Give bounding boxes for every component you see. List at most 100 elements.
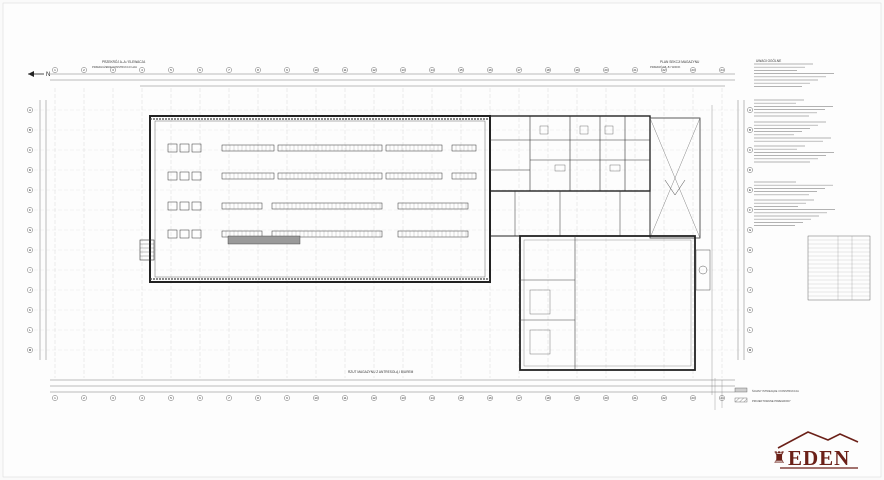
grid-label-bottom: 14	[430, 396, 434, 400]
grid-bubble-left	[27, 307, 33, 313]
grid-label-bottom: 2	[83, 396, 85, 400]
grid-label-bottom: 20	[604, 396, 608, 400]
grid-label-top: 17	[517, 68, 521, 72]
svg-text:PRZEKRÓJ B–B / WIDOK: PRZEKRÓJ B–B / WIDOK	[650, 64, 681, 69]
grid-bubble-right	[747, 127, 753, 133]
grid-label-top: 4	[141, 68, 143, 72]
grid-bubble-right	[747, 267, 753, 273]
grid-bubble-right	[747, 227, 753, 233]
grid-label-left: K	[29, 308, 31, 312]
grid-bubble-bottom	[197, 395, 203, 401]
grid-label-left: B	[29, 128, 31, 132]
north-label: N	[46, 72, 50, 78]
top-dimension-lines	[50, 73, 735, 87]
grid-bubble-bottom	[661, 395, 667, 401]
grid-bubble-top	[400, 67, 406, 73]
grid-bubble-right	[747, 247, 753, 253]
grid-bubble-left	[27, 267, 33, 273]
pallet-block	[167, 201, 178, 211]
svg-text:PLAN SEKCJI MAGAZYNU: PLAN SEKCJI MAGAZYNU	[660, 60, 700, 64]
grid-bubble-left	[27, 127, 33, 133]
grid-label-left: D	[29, 168, 32, 172]
grid-bubble-bottom	[110, 395, 116, 401]
grid-bubble-right	[747, 347, 753, 353]
grid-bubble-left	[27, 167, 33, 173]
grid-label-bottom: 10	[314, 396, 318, 400]
grid-label-bottom: 17	[517, 396, 521, 400]
grid-bubble-left	[27, 187, 33, 193]
rack-dark	[227, 235, 301, 245]
grid-label-left: H	[29, 248, 31, 252]
grid-bubble-top	[458, 67, 464, 73]
grid-label-left: E	[29, 188, 31, 192]
grid-label-bottom: 18	[546, 396, 550, 400]
grid-bubble-bottom	[342, 395, 348, 401]
grid-label-left: G	[29, 228, 32, 232]
bottom-title: RZUT MAGAZYNU Z ANTRESOLĄ I BIUREM	[348, 370, 414, 374]
grid-label-top: 24	[720, 68, 724, 72]
grid-label-top: 1	[54, 68, 56, 72]
grid-label-left: J	[29, 288, 31, 292]
stair-block	[139, 239, 155, 261]
grid-bubble-top	[429, 67, 435, 73]
grid-bubble-top	[139, 67, 145, 73]
legend-swatch-existing	[734, 387, 748, 393]
grid-bubble-top	[226, 67, 232, 73]
grid-label-left: C	[29, 148, 32, 152]
grid-label-bottom: 7	[228, 396, 230, 400]
storage-racks	[167, 143, 477, 245]
grid-label-bottom: 21	[633, 396, 637, 400]
grid-bubble-bottom	[139, 395, 145, 401]
grid-label-right: I	[750, 268, 751, 272]
rack-row	[271, 230, 383, 238]
brand-name: EDEN	[788, 446, 851, 470]
extension-hall	[519, 235, 696, 371]
grid-label-bottom: 11	[343, 396, 346, 400]
grid-bubble-bottom	[52, 395, 58, 401]
grid-label-right: J	[749, 288, 751, 292]
pallet-block	[179, 143, 190, 153]
grid-label-top: 23	[691, 68, 695, 72]
pallet-block	[167, 143, 178, 153]
grid-label-right: A	[749, 108, 751, 112]
grid-bubble-bottom	[284, 395, 290, 401]
legend: ŚCIANY ISTNIEJĄCE / KONSTRUKCJA PROJEKTO…	[734, 387, 799, 403]
grid-bubble-bottom	[255, 395, 261, 401]
section-title-right: PLAN SEKCJI MAGAZYNU PRZEKRÓJ B–B / WIDO…	[650, 60, 700, 69]
grid-bubble-right	[747, 167, 753, 173]
grid-bubble-right	[747, 187, 753, 193]
grid-label-bottom: 6	[199, 396, 201, 400]
grid-bubble-bottom	[429, 395, 435, 401]
grid-bubble-bottom	[632, 395, 638, 401]
grid-label-top: 6	[199, 68, 201, 72]
grid-label-bottom: 19	[575, 396, 579, 400]
svg-text:PRZEKRÓJ A–A / ELEWACJA: PRZEKRÓJ A–A / ELEWACJA	[102, 59, 146, 64]
grid-label-top: 3	[112, 68, 114, 72]
grid-bubble-top	[197, 67, 203, 73]
grid-label-top: 8	[257, 68, 259, 72]
grid-bubble-top	[516, 67, 522, 73]
grid-bubble-right	[747, 147, 753, 153]
section-title-left: PRZEKRÓJ A–A / ELEWACJA PRZEDŁUŻENIE KON…	[92, 59, 146, 69]
grid-bubble-bottom	[603, 395, 609, 401]
bottom-dimension-lines	[50, 379, 735, 393]
grid-bubble-bottom	[458, 395, 464, 401]
grid-bubble-top	[168, 67, 174, 73]
grid-bubble-top	[661, 67, 667, 73]
grid-bubble-bottom	[516, 395, 522, 401]
grid-label-left: F	[29, 208, 31, 212]
grid-label-bottom: 3	[112, 396, 114, 400]
crown-icon: ♜	[772, 448, 787, 467]
grid-label-right: H	[749, 248, 751, 252]
grid-bubble-top	[545, 67, 551, 73]
grid-label-right: L	[749, 328, 751, 332]
rack-row	[221, 144, 275, 152]
grid-label-top: 9	[286, 68, 288, 72]
pallet-block	[179, 171, 190, 181]
grid-label-bottom: 1	[54, 396, 56, 400]
grid-bubble-left	[27, 327, 33, 333]
grid-label-right: C	[749, 148, 752, 152]
pallet-block	[167, 171, 178, 181]
grid-label-top: 2	[83, 68, 85, 72]
